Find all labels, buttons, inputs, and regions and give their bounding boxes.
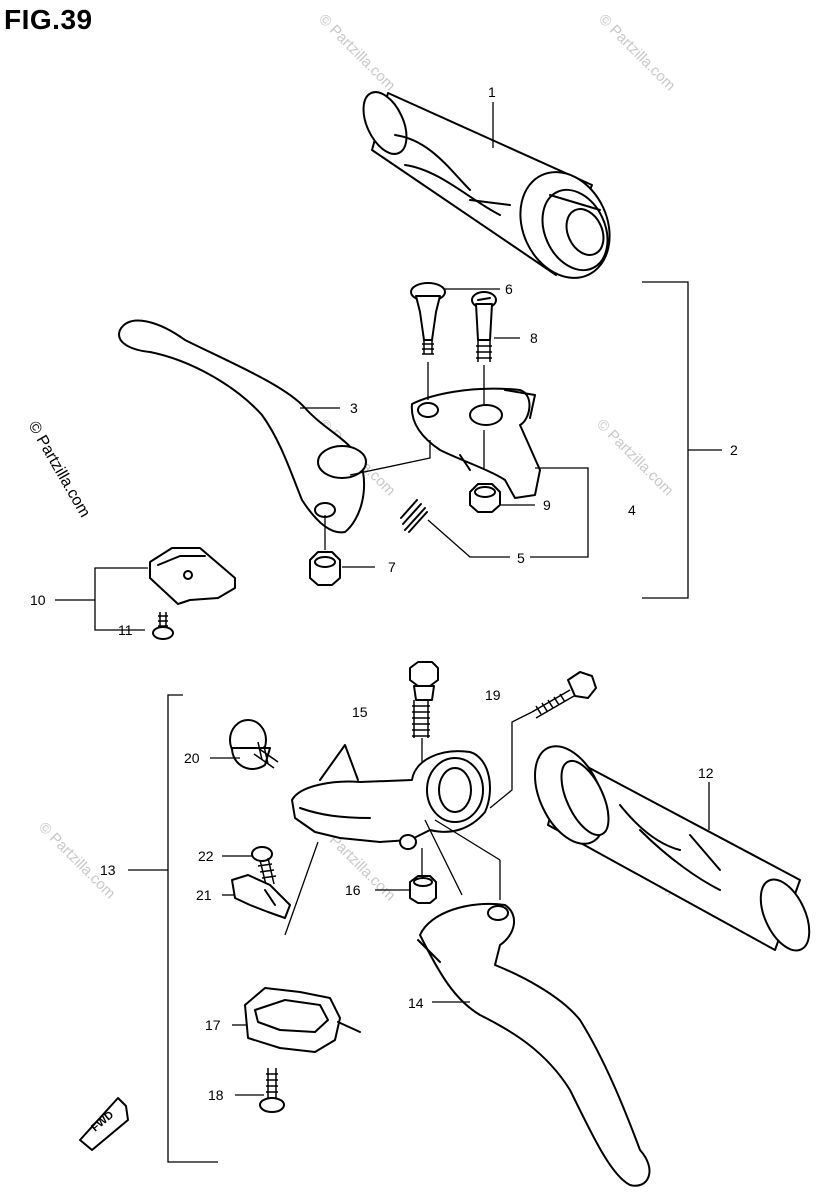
callout-18: 18: [208, 1087, 224, 1103]
part-10-switch: [55, 547, 236, 631]
assembly-13-bracket: [128, 694, 218, 1163]
part-7-nut: [309, 551, 375, 586]
watermark-dark: © Partzilla.com: [25, 419, 94, 521]
callout-15: 15: [352, 704, 368, 720]
part-15-bolt: [409, 661, 439, 790]
watermark: © Partzilla.com: [593, 416, 676, 499]
callout-14: 14: [408, 995, 424, 1011]
part-20-adjuster: [210, 719, 279, 770]
watermark: © Partzilla.com: [35, 819, 118, 902]
callout-5: 5: [517, 550, 525, 566]
callout-20: 20: [184, 750, 200, 766]
part-9-nut: [469, 483, 535, 513]
clutch-guide-lines: [284, 819, 501, 936]
callout-3: 3: [350, 400, 358, 416]
callout-17: 17: [205, 1017, 221, 1033]
callout-12: 12: [698, 765, 714, 781]
callout-19: 19: [485, 687, 501, 703]
callout-16: 16: [345, 882, 361, 898]
part-12-grip: [534, 745, 811, 952]
callout-2: 2: [730, 442, 738, 458]
part-1-grip: [362, 91, 611, 279]
part-21-clip: [222, 874, 291, 919]
callout-13: 13: [100, 862, 116, 878]
part-18-screw: [235, 1068, 285, 1113]
part-8-screw: [471, 291, 520, 362]
part-14-clutch-lever: [417, 902, 651, 1187]
callout-11: 11: [118, 622, 133, 638]
callout-4: 4: [628, 502, 636, 518]
watermark: © Partzilla.com: [595, 11, 678, 94]
forward-arrow-icon: FWD: [79, 1097, 129, 1151]
figure-title: FIG.39: [4, 4, 93, 35]
part-11-screw: [152, 612, 174, 640]
watermark: © Partzilla.com: [315, 11, 398, 94]
part-16-nut: [375, 875, 437, 904]
callout-21: 21: [196, 887, 212, 903]
part-19-bolt: [489, 671, 597, 809]
clutch-holder: [291, 744, 491, 850]
part-22-screw: [222, 846, 277, 886]
part-6-bolt: [410, 282, 500, 355]
part-17-switch: [232, 987, 361, 1053]
part-5-spring: [400, 467, 589, 558]
callout-10: 10: [30, 592, 46, 608]
callout-8: 8: [530, 330, 538, 346]
part-3-brake-lever: [118, 319, 367, 534]
callout-9: 9: [543, 497, 551, 513]
callout-1: 1: [488, 84, 496, 100]
lever-holder: [410, 387, 541, 499]
callout-22: 22: [198, 848, 214, 864]
guide-lines: [324, 362, 485, 550]
callout-6: 6: [505, 281, 513, 297]
assembly-2-bracket: [642, 281, 722, 599]
callout-7: 7: [388, 559, 396, 575]
callout-labels: 1 2 3 4 5 6 7 8 9 10 11 12 13 14 15 16 1…: [30, 84, 738, 1103]
